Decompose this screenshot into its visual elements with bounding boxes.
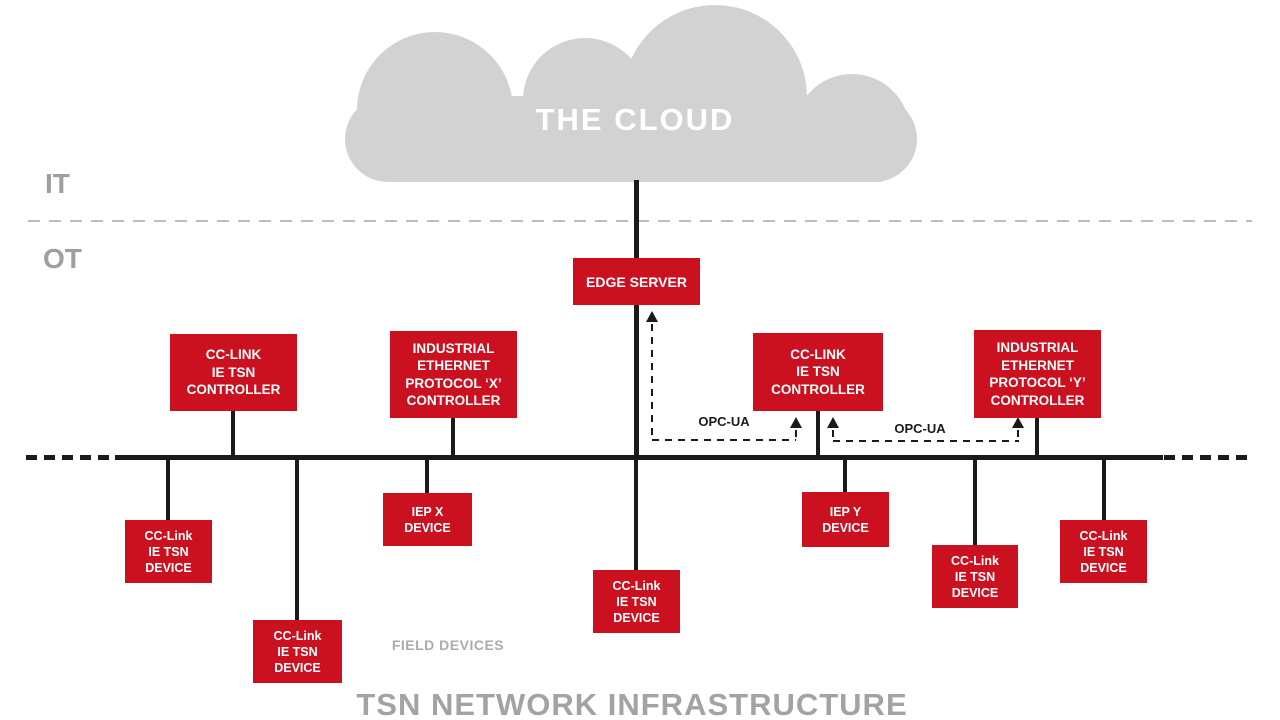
it-zone-label: IT xyxy=(45,168,70,199)
tsn-bus-dashed-left xyxy=(26,455,116,460)
cclink-ie-tsn-controller-left-node: CC-LINK IE TSN CONTROLLER xyxy=(170,334,297,411)
opcua2-label: OPC-UA xyxy=(894,421,946,436)
iep-x-controller-drop-line xyxy=(451,417,455,457)
device-1-drop-line xyxy=(166,457,170,521)
cclink-ie-tsn-device-5-node: CC-Link IE TSN DEVICE xyxy=(1060,520,1147,583)
industrial-ethernet-protocol-x-controller-node: INDUSTRIAL ETHERNET PROTOCOL ‘X’ CONTROL… xyxy=(390,331,517,418)
opcua1-arrowhead-to-edge-server xyxy=(646,311,658,322)
device-2-drop-line xyxy=(295,457,299,621)
opcua2-arrowhead-to-iep-y-controller xyxy=(1012,417,1024,428)
cclink-ie-tsn-device-2-node: CC-Link IE TSN DEVICE xyxy=(253,620,342,683)
opcua2-vertical-dashed-stub-right xyxy=(1017,430,1019,441)
center-device-drop-line xyxy=(634,457,638,571)
cclink-controller-right-drop-line xyxy=(816,410,820,457)
cloud-shape xyxy=(345,5,917,182)
cloud-to-edge-server-line xyxy=(634,180,639,258)
iep-y-device-drop-line xyxy=(843,457,847,493)
field-devices-caption: FIELD DEVICES xyxy=(391,637,505,653)
device-5-drop-line xyxy=(1102,457,1106,521)
cclink-ie-tsn-device-1-node: CC-Link IE TSN DEVICE xyxy=(125,520,212,583)
cclink-controller-left-drop-line xyxy=(231,410,235,457)
edge-server-node: EDGE SERVER xyxy=(573,258,700,305)
iep-x-device-drop-line xyxy=(425,457,429,494)
iep-y-device-node: IEP Y DEVICE xyxy=(802,492,889,547)
ot-zone-label: OT xyxy=(43,243,82,274)
opcua1-label: OPC-UA xyxy=(698,414,750,429)
opcua2-arrowhead-to-controller xyxy=(827,417,839,428)
cclink-ie-tsn-device-3-node: CC-Link IE TSN DEVICE xyxy=(593,570,680,633)
iep-y-controller-drop-line xyxy=(1035,417,1039,457)
edge-server-to-bus-line xyxy=(634,305,639,457)
tsn-bus-dashed-right xyxy=(1164,455,1254,460)
tsn-bus-line xyxy=(115,455,1163,460)
iep-x-device-node: IEP X DEVICE xyxy=(383,493,472,546)
it-ot-divider-line xyxy=(28,220,1252,222)
cloud-label: THE CLOUD xyxy=(535,102,735,137)
device-4-drop-line xyxy=(973,457,977,546)
opcua1-horizontal-dashed-line xyxy=(652,439,796,441)
diagram-title: TSN NETWORK INFRASTRUCTURE xyxy=(356,687,908,720)
industrial-ethernet-protocol-y-controller-node: INDUSTRIAL ETHERNET PROTOCOL ‘Y’ CONTROL… xyxy=(974,330,1101,418)
cclink-ie-tsn-controller-right-node: CC-LINK IE TSN CONTROLLER xyxy=(753,333,883,411)
opcua2-vertical-dashed-stub-left xyxy=(832,430,834,441)
opcua1-vertical-dashed-line xyxy=(651,324,653,440)
opcua1-vertical-dashed-stub xyxy=(795,430,797,440)
opcua1-arrowhead-to-controller xyxy=(790,417,802,428)
cclink-ie-tsn-device-4-node: CC-Link IE TSN DEVICE xyxy=(932,545,1018,608)
opcua2-horizontal-dashed-line xyxy=(833,440,1019,442)
